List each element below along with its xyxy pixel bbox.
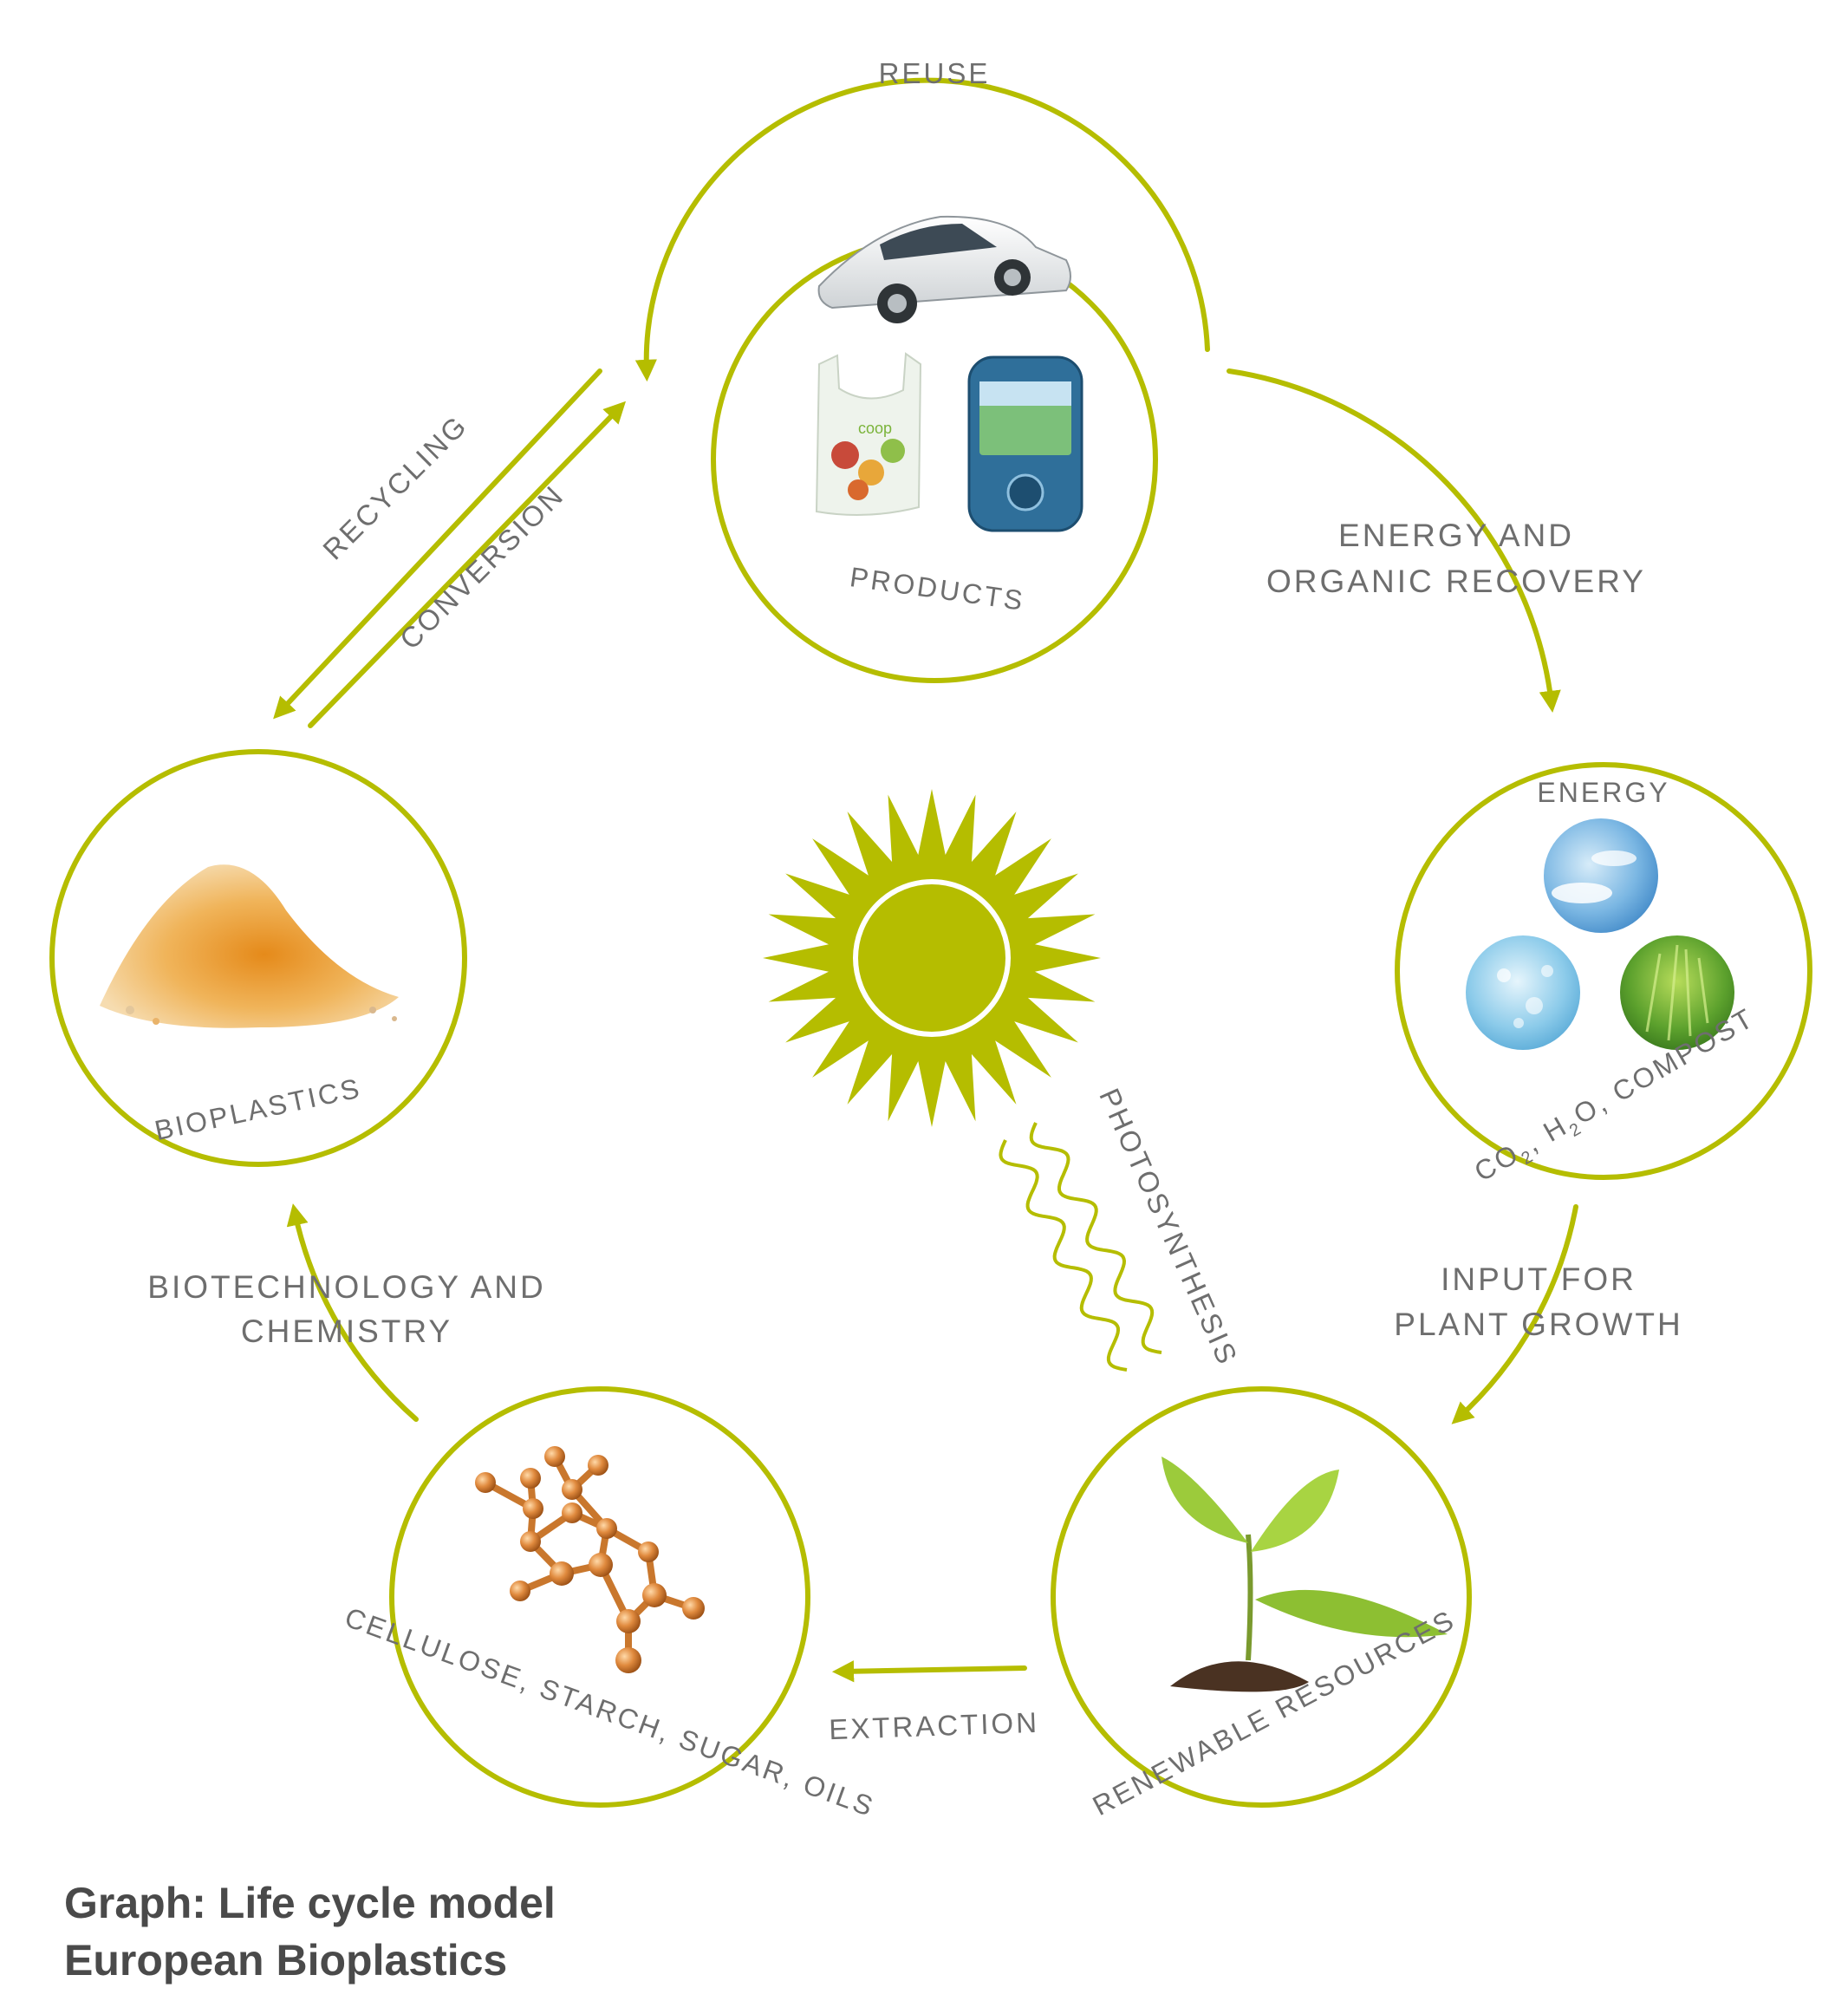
cycle-arrows [273,77,1578,1683]
biotech-arrow [286,1203,419,1422]
photosynthesis-label: PHOTOSYNTHESIS [1093,1084,1244,1371]
energy-top-label: ENERGY [1537,777,1669,808]
granules-image [100,864,399,1028]
renewable-circle [1051,1386,1472,1808]
energy-recovery-label-1: ENERGY AND [1338,518,1574,553]
energy-node: ENERGY CO2, H2O, COMPOST [1395,762,1812,1188]
biotech-label-2: CHEMISTRY [241,1313,452,1349]
shopping-bag-image: coop [815,352,922,516]
products-node: coop PRODUCTS [711,215,1158,683]
caption-line-2: European Bioplastics [64,1936,508,1985]
seedling-image [1162,1457,1448,1692]
conversion-label: CONVERSION [394,479,570,655]
conversion-arrow [308,401,627,728]
plant-growth-label-2: PLANT GROWTH [1394,1307,1682,1342]
energy-circle [1395,762,1812,1180]
reuse-label: REUSE [879,57,991,89]
car-image [817,215,1071,323]
reuse-arrow [634,77,1210,382]
caption-line-1: Graph: Life cycle model [64,1879,556,1927]
renewable-node: RENEWABLE RESOURCES [1051,1386,1472,1822]
cellulose-node: CELLULOSE, STARCH, SUGAR, OILS [341,1386,879,1822]
extraction-label: EXTRACTION [829,1706,1040,1745]
products-circle [711,236,1158,683]
cellulose-circle [389,1386,810,1808]
sunlight-waves [999,1122,1162,1372]
bioplastics-node: BIOPLASTICS [49,749,467,1167]
recycling-arrow [273,368,602,720]
mobile-phone-image [967,355,1083,532]
recycling-label: RECYCLING [316,408,473,565]
extraction-arrow [831,1660,1027,1683]
biotech-label-1: BIOTECHNOLOGY AND [147,1269,545,1305]
plant-growth-arrow [1451,1204,1578,1424]
grass-image [1620,935,1734,1050]
energy-recovery-arrow [1227,368,1561,714]
energy-recovery-label-2: ORGANIC RECOVERY [1266,564,1646,599]
sky-image [1544,818,1658,933]
molecule-image [475,1446,705,1673]
plant-growth-label-1: INPUT FOR [1441,1261,1637,1297]
svg-text:coop: coop [858,420,892,437]
sun-icon [763,789,1101,1127]
water-drops-image [1466,935,1580,1050]
